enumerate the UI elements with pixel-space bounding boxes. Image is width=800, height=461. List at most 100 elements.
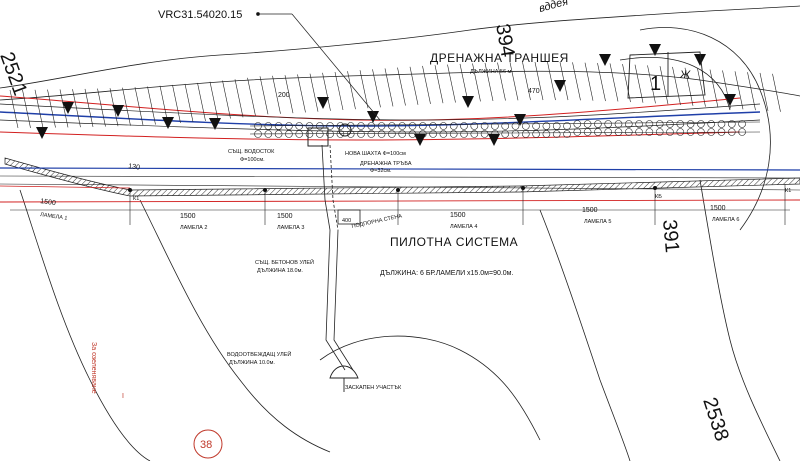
- chainage-k1b: К1: [785, 188, 791, 194]
- gravel-circle: [624, 120, 633, 128]
- gravel-circle: [326, 130, 334, 138]
- hatch-line: [247, 77, 256, 116]
- hatch-line: [484, 62, 494, 102]
- hatch-line: [772, 73, 781, 112]
- hatch-line: [584, 62, 594, 101]
- trench-direction-markers: [36, 44, 736, 146]
- gravel-circle: [470, 122, 479, 130]
- map-sheet-bottom: 1: [650, 73, 661, 95]
- direction-triangle: [724, 94, 736, 106]
- direction-triangle: [649, 44, 661, 56]
- hatch-line: [747, 72, 756, 111]
- gravel-circle: [655, 128, 664, 136]
- gravel-circle: [697, 120, 705, 128]
- gravel-circle: [398, 130, 407, 138]
- existing-culvert-label: СЪЩ. ВОДОСТОК: [228, 149, 275, 155]
- gravel-circle: [573, 120, 582, 128]
- map-sheet-box: [627, 51, 706, 99]
- gravel-circle: [511, 122, 520, 130]
- gravel-circle: [686, 120, 695, 128]
- lamella-6-span: 1500: [710, 205, 726, 212]
- drain-gutter-label: ВОДООТВЕЖДАЩ УЛЕЙ: [227, 350, 291, 358]
- hatch-line: [697, 68, 706, 107]
- gravel-circle: [398, 122, 407, 130]
- gravel-circle: [727, 128, 736, 136]
- lamella-3-span: 1500: [277, 213, 293, 220]
- hatch-line: [659, 66, 669, 105]
- hatch-line: [34, 89, 44, 128]
- lamella-1-span: 1500: [40, 198, 57, 207]
- gravel-circle: [264, 122, 273, 130]
- hatch-line: [322, 72, 331, 111]
- gravel-circle: [254, 122, 262, 130]
- hatch-line: [734, 71, 744, 110]
- circle-number: 38: [200, 439, 212, 451]
- gravel-circle: [563, 130, 571, 138]
- concrete-gutter-label: СЪЩ. БЕТОНОВ УЛЕЙ: [255, 258, 314, 266]
- gravel-circle: [552, 130, 561, 138]
- contour-391: 391: [658, 219, 683, 254]
- direction-triangle: [112, 105, 124, 117]
- gravel-circle: [460, 130, 468, 138]
- hatch-line: [184, 83, 194, 123]
- gravel-circle: [305, 122, 314, 130]
- gravel-circle: [408, 122, 417, 130]
- chainage-k1a: К1: [133, 196, 139, 202]
- gravel-circle: [717, 128, 726, 136]
- gravel-circle: [655, 120, 664, 128]
- gravel-circle: [357, 130, 365, 138]
- hatch-line: [497, 62, 506, 101]
- hatch-line: [359, 70, 369, 109]
- hatch-line: [397, 67, 406, 106]
- gravel-circle: [388, 130, 396, 138]
- gravel-circle: [315, 122, 324, 130]
- hatch-line: [634, 64, 644, 103]
- scree-section: [329, 365, 359, 392]
- direction-triangle: [317, 97, 329, 109]
- gravel-circle: [686, 128, 695, 136]
- hatch-line: [72, 89, 81, 128]
- retaining-wall-label: ПОДПОРНА СТЕНА: [351, 213, 403, 230]
- concrete-gutter-length: ДЪЛЖИНА 18.0м.: [257, 268, 303, 274]
- hatch-line: [259, 76, 269, 115]
- hatch-line: [547, 61, 556, 101]
- gravel-circle: [501, 130, 510, 138]
- gravel-circle: [645, 120, 654, 128]
- hatch-line: [334, 71, 344, 111]
- scree-section-label: ЗАСКАПЕН УЧАСТЪК: [345, 385, 402, 391]
- gravel-circle: [326, 122, 334, 130]
- gravel-circle: [480, 122, 489, 130]
- gravel-circle: [614, 120, 623, 128]
- gravel-circle: [367, 122, 376, 130]
- direction-triangle: [62, 102, 74, 114]
- gravel-circle: [264, 130, 273, 138]
- new-drain-label: ДРЕНАЖНА ТРЪБА: [360, 161, 412, 167]
- gravel-circle: [377, 122, 386, 130]
- gravel-circle: [511, 130, 520, 138]
- lamella-5-label: ЛАМЕЛА 5: [584, 219, 611, 225]
- gravel-circle: [697, 128, 705, 136]
- direction-triangle: [209, 118, 221, 130]
- gravel-circle: [429, 130, 437, 138]
- gravel-circle: [666, 120, 674, 128]
- gravel-circle: [460, 122, 468, 130]
- hatch-line: [672, 66, 681, 105]
- hatch-line: [222, 80, 231, 119]
- pile-system-length: ДЪЛЖИНА: 6 БР.ЛАМЕЛИ х15.0м=90.0м.: [380, 270, 513, 277]
- hatch-line: [309, 73, 319, 112]
- pile-system-band: [0, 157, 800, 203]
- drainage-title: ДРЕНАЖНА ТРАНШЕЯ: [430, 51, 569, 65]
- gravel-circle: [377, 130, 386, 138]
- hatch-line: [172, 84, 181, 123]
- gravel-circle: [532, 130, 540, 138]
- gravel-circle: [295, 130, 304, 138]
- gravel-circle: [367, 130, 376, 138]
- gravel-circle: [583, 120, 592, 128]
- direction-triangle: [414, 134, 426, 146]
- lamella-4-label: ЛАМЕЛА 4: [450, 224, 477, 230]
- lamella-5-span: 1500: [582, 207, 598, 214]
- lamella-1-label: ЛАМЕЛА 1: [40, 212, 68, 222]
- hatch-line: [284, 75, 294, 114]
- gravel-circle: [449, 130, 458, 138]
- hatch-line: [384, 68, 394, 107]
